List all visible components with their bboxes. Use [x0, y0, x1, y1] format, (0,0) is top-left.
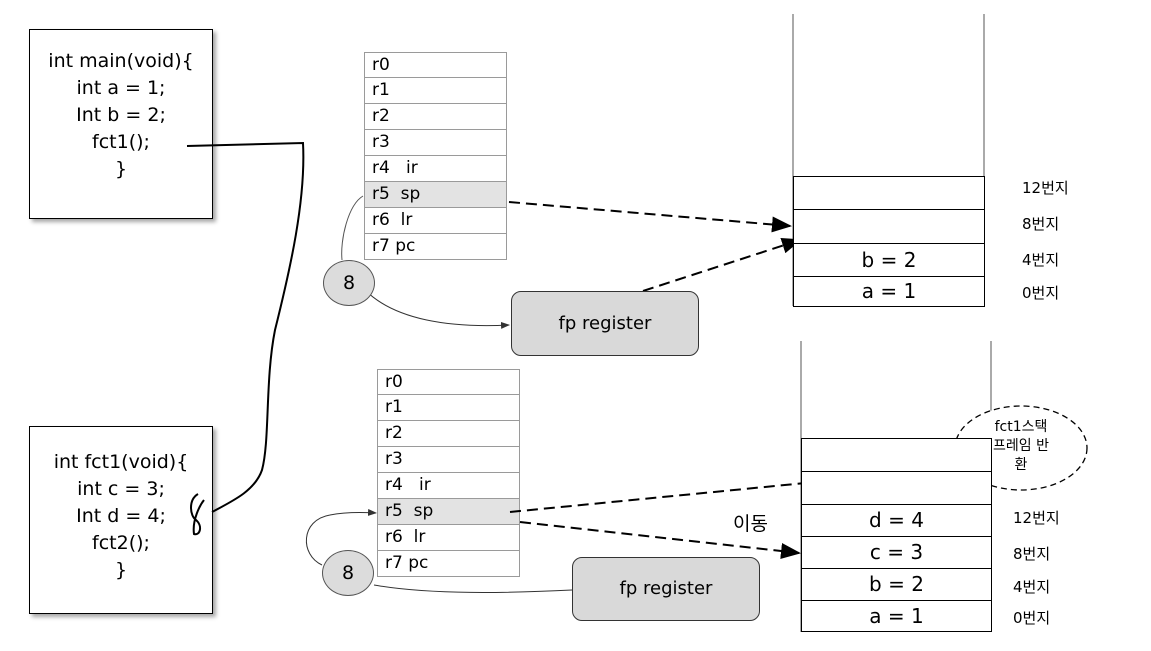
- bottom-stack-cell-16: [801, 471, 992, 505]
- register-row-sp: r5 sp: [364, 182, 507, 208]
- bottom-stack-cell-0: a = 1: [801, 600, 992, 632]
- top-stack-cell-0: a = 1: [793, 276, 985, 307]
- bottom-sp-arrow-down: [519, 521, 801, 559]
- top-fp-arrow: [642, 237, 802, 292]
- register-row: r3: [364, 130, 507, 156]
- main-code-line: fct1();: [92, 131, 150, 153]
- register-row: r6 lr: [364, 208, 507, 234]
- main-code-line: Int b = 2;: [76, 104, 166, 126]
- bottom-stack-cell-top: [801, 438, 992, 472]
- register-row: r6 lr: [377, 525, 520, 551]
- top-sp-arrow: [508, 201, 792, 233]
- bottom-sp-arrow-up: [509, 473, 838, 513]
- register-row: r1: [364, 78, 507, 104]
- register-row: r0: [364, 52, 507, 78]
- main-code-box: int main(void){ int a = 1; Int b = 2; fc…: [29, 29, 213, 219]
- fct1-code-line: int c = 3;: [77, 478, 165, 500]
- main-code-line: int a = 1;: [76, 77, 166, 99]
- bottom-value-circle: 8: [322, 550, 374, 596]
- call-link-scribble: [190, 493, 205, 536]
- bottom-stack-cell-12: d = 4: [801, 504, 992, 537]
- top-address-0: 0번지: [1022, 284, 1060, 302]
- bottom-circle-to-sp-curve: [306, 509, 377, 566]
- register-row: r4 ir: [377, 473, 520, 499]
- bubble-text: fct1스택 프레임 반 환: [965, 418, 1077, 475]
- fct1-code-line: int fct1(void){: [53, 451, 189, 473]
- top-circle-to-fp-arrow: [364, 289, 510, 329]
- bottom-address-4: 4번지: [1013, 578, 1051, 596]
- call-link-line: [186, 141, 305, 513]
- bottom-fp-register: fp register: [572, 557, 760, 621]
- bubble-line: 환: [1014, 457, 1028, 473]
- register-row: r0: [377, 369, 520, 395]
- top-address-12: 12번지: [1022, 179, 1069, 197]
- bubble-line: 프레임 반: [993, 438, 1049, 454]
- register-row-sp: r5 sp: [377, 499, 520, 525]
- top-sp-to-circle-curve: [341, 195, 364, 261]
- move-label: 이동: [733, 513, 768, 535]
- bottom-address-0: 0번지: [1013, 609, 1051, 627]
- main-code-line: }: [114, 158, 128, 180]
- fct1-code-line: Int d = 4;: [76, 505, 166, 527]
- register-row: r7 pc: [377, 551, 520, 577]
- register-row: r3: [377, 447, 520, 473]
- register-row: r7 pc: [364, 234, 507, 260]
- top-address-8: 8번지: [1022, 215, 1060, 233]
- main-code-line: int main(void){: [48, 50, 194, 72]
- bottom-register-table: r0 r1 r2 r3 r4 ir r5 sp r6 lr r7 pc: [377, 369, 520, 577]
- bottom-address-12: 12번지: [1013, 509, 1060, 527]
- bottom-stack-cell-4: b = 2: [801, 568, 992, 601]
- top-address-4: 4번지: [1022, 251, 1060, 269]
- top-value-circle: 8: [323, 260, 375, 306]
- top-stack-cell-8: [793, 209, 985, 244]
- top-stack-cell-12: [793, 176, 985, 210]
- bottom-address-8: 8번지: [1013, 545, 1051, 563]
- register-row: r4 ir: [364, 156, 507, 182]
- top-stack-cell-4: b = 2: [793, 243, 985, 277]
- register-row: r2: [377, 421, 520, 447]
- bubble-line: fct1스택: [994, 419, 1048, 435]
- register-row: r1: [377, 395, 520, 421]
- top-register-table: r0 r1 r2 r3 r4 ir r5 sp r6 lr r7 pc: [364, 52, 507, 260]
- top-fp-register: fp register: [511, 291, 699, 356]
- fct1-code-line: fct2();: [92, 532, 150, 554]
- fct1-code-box: int fct1(void){ int c = 3; Int d = 4; fc…: [29, 426, 213, 614]
- register-row: r2: [364, 104, 507, 130]
- fct1-code-line: }: [114, 559, 128, 581]
- bottom-stack-cell-8: c = 3: [801, 536, 992, 569]
- bottom-circle-to-fp-line: [373, 584, 573, 593]
